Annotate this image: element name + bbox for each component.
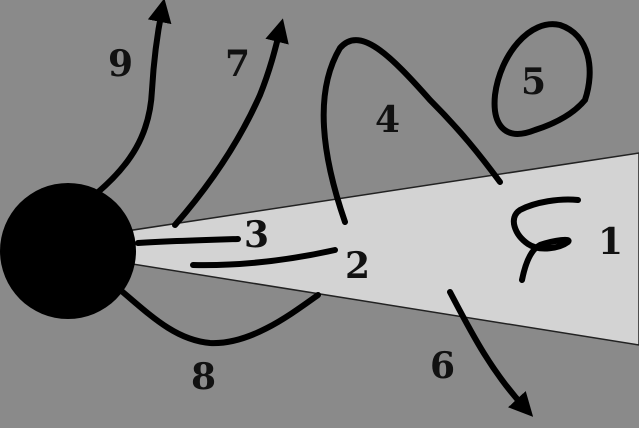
path-3 [138, 239, 238, 243]
label-6: 6 [430, 345, 455, 387]
source-disk [0, 183, 136, 319]
label-5: 5 [521, 61, 546, 103]
label-1: 1 [598, 221, 623, 263]
label-8: 8 [191, 356, 216, 398]
label-7: 7 [225, 43, 250, 85]
label-3: 3 [244, 214, 269, 256]
label-9: 9 [108, 43, 133, 85]
label-2: 2 [345, 245, 370, 287]
label-4: 4 [375, 99, 400, 141]
